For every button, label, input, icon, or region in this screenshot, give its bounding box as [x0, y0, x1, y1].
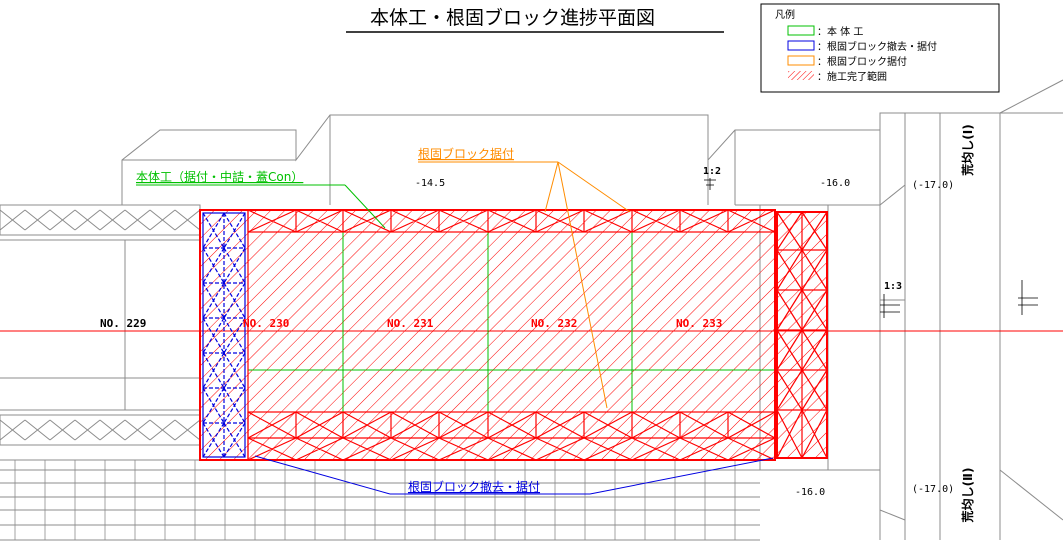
callout-suetsuke: 根固ブロック据付 — [418, 146, 631, 409]
slope-label-1: 1:2 — [703, 166, 721, 177]
area-name-upper: 荒均し(Ⅰ) — [960, 124, 975, 176]
depth-label-3: (-17.0) — [912, 180, 954, 191]
completed-area — [200, 210, 827, 460]
callout-honntai: 本体工（据付・中詰・蓋Con） — [136, 169, 386, 229]
block-label-no231: NO. 231 — [387, 317, 434, 330]
slope-marker-1: 1:2 — [703, 166, 721, 190]
armor-blocks-blue — [202, 212, 246, 458]
legend-label-tekkyo: ：根固ブロック撤去・据付 — [817, 40, 937, 53]
slope-marker-2: 1:3 — [880, 281, 902, 318]
area-name-lower: 荒均し(Ⅱ) — [960, 468, 975, 524]
legend-label-suetsuke: ：根固ブロック据付 — [817, 55, 907, 68]
callout-suetsuke-text: 根固ブロック据付 — [418, 146, 514, 161]
legend-label-complete: ：施工完了範囲 — [817, 70, 887, 83]
armor-blocks-red — [199, 209, 828, 461]
legend-swatch-honntai — [787, 25, 815, 36]
slope-marker-3 — [1018, 280, 1038, 315]
legend-label-honntai: ：本 体 工 — [817, 25, 863, 38]
depth-label-1: -14.5 — [415, 178, 445, 189]
rubble-grid — [14, 460, 736, 540]
legend-title: 凡例 — [775, 8, 795, 21]
block-label-no232: NO. 232 — [531, 317, 577, 330]
block-label-no230: NO. 230 — [243, 317, 289, 330]
slope-label-2: 1:3 — [884, 281, 902, 292]
block-label-no233: NO. 233 — [676, 317, 722, 330]
callout-tekkyo-text: 根固ブロック撤去・据付 — [408, 479, 540, 494]
legend: 凡例 ：本 体 工 ：根固ブロック撤去・据付 ：根固ブロック据付 ：施工完了範囲 — [760, 3, 1000, 93]
callout-honntai-text: 本体工（据付・中詰・蓋Con） — [136, 169, 303, 184]
block-label-no229: NO. 229 — [100, 317, 146, 330]
legend-swatch-complete — [788, 71, 814, 80]
legend-swatch-suetsuke — [787, 55, 815, 66]
depth-label-5: (-17.0) — [912, 484, 954, 495]
depth-label-4: -16.0 — [795, 487, 825, 498]
drawing-title: 本体工・根固ブロック進捗平面図 — [370, 6, 655, 29]
callout-tekkyo: 根固ブロック撤去・据付 — [254, 455, 774, 495]
legend-swatch-tekkyo — [787, 40, 815, 51]
depth-label-2: -16.0 — [820, 178, 850, 189]
